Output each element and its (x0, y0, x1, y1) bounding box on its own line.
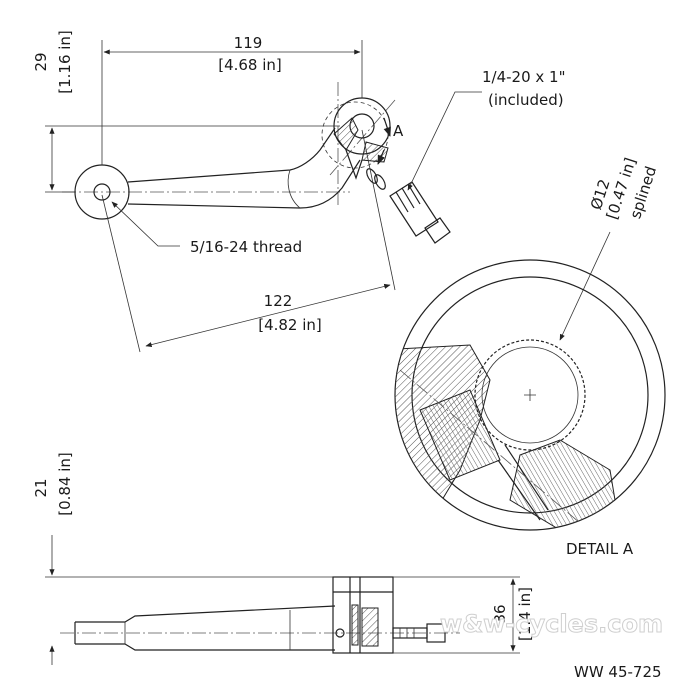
dimension-29: 29 [1.16 in] (32, 30, 340, 193)
bolt-callout-line1: 1/4-20 x 1" (482, 68, 566, 86)
dimension-122: 122 [4.82 in] (101, 129, 396, 353)
dimension-119: 119 [4.68 in] (101, 34, 363, 165)
dim-122-in: [4.82 in] (258, 316, 322, 334)
dim-21-mm: 21 (32, 478, 50, 497)
dim-36-mm: 36 (491, 604, 509, 623)
spline-callout: Ø12 [0.47 in] splined (559, 155, 660, 341)
dimension-21: 21 [0.84 in] (32, 452, 333, 665)
bolt-icon (389, 181, 451, 244)
detail-a-title: DETAIL A (566, 540, 634, 558)
thread-callout-label: 5/16-24 thread (190, 238, 302, 256)
dim-122-mm: 122 (264, 292, 293, 310)
detail-a-view: DETAIL A (394, 259, 666, 558)
lever-side-view (60, 576, 460, 654)
dim-21-in: [0.84 in] (56, 452, 74, 516)
lever-top-view: A (62, 82, 451, 244)
dim-119-mm: 119 (234, 34, 263, 52)
dim-119-in: [4.68 in] (218, 56, 282, 74)
detail-marker-label: A (393, 122, 404, 140)
dimension-36: 36 [1.4 in] (393, 576, 534, 654)
dim-29-mm: 29 (32, 52, 50, 71)
part-number: WW 45-725 (574, 663, 662, 681)
bolt-callout: 1/4-20 x 1" (included) (407, 68, 566, 191)
dim-29-in: [1.16 in] (56, 30, 74, 94)
thread-callout: 5/16-24 thread (111, 201, 302, 256)
watermark-text: w&w-cycles.com (440, 610, 663, 638)
dim-36-in: [1.4 in] (516, 587, 534, 641)
bolt-callout-line2: (included) (488, 91, 564, 109)
